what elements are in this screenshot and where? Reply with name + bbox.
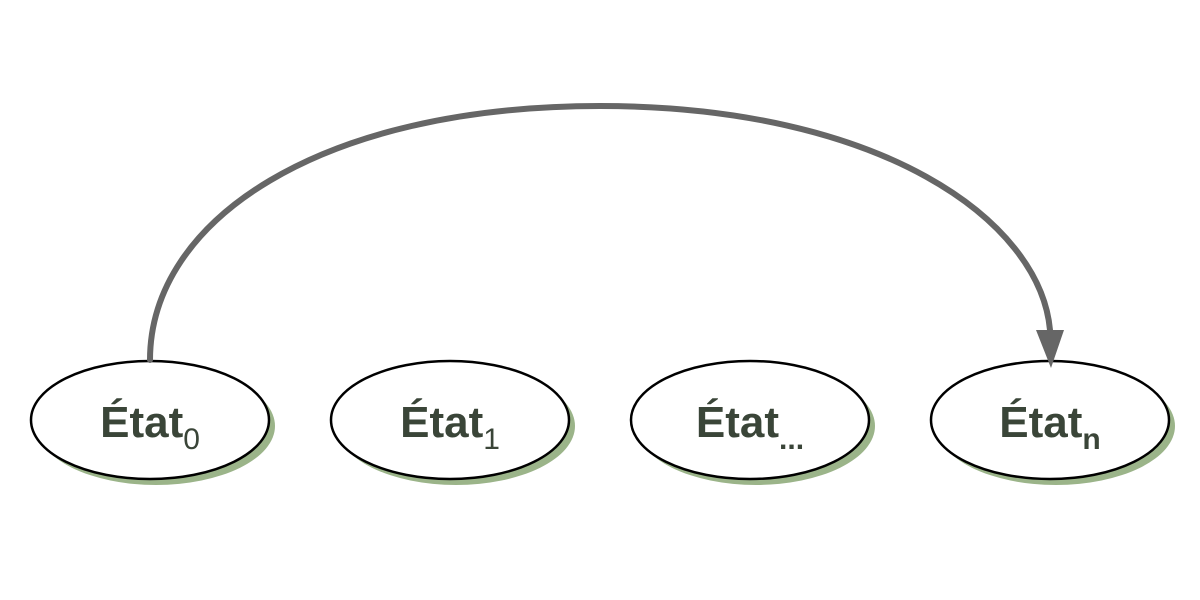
node-label: État1 — [400, 397, 500, 456]
node-label: Étatn — [999, 397, 1100, 456]
node-ellipse — [629, 359, 871, 481]
node-label: État... — [696, 397, 804, 456]
state-node-1: État1 — [329, 359, 575, 485]
node-label: État0 — [100, 397, 200, 456]
arrowhead-icon — [1036, 330, 1064, 368]
state-node-n: Étatn — [929, 359, 1175, 485]
edge-curve — [147, 102, 1053, 363]
state-node-0: État0 — [29, 359, 275, 485]
transition-edge — [147, 102, 1064, 368]
node-ellipse — [329, 359, 571, 481]
state-node-ellipsis: État... — [629, 359, 875, 485]
